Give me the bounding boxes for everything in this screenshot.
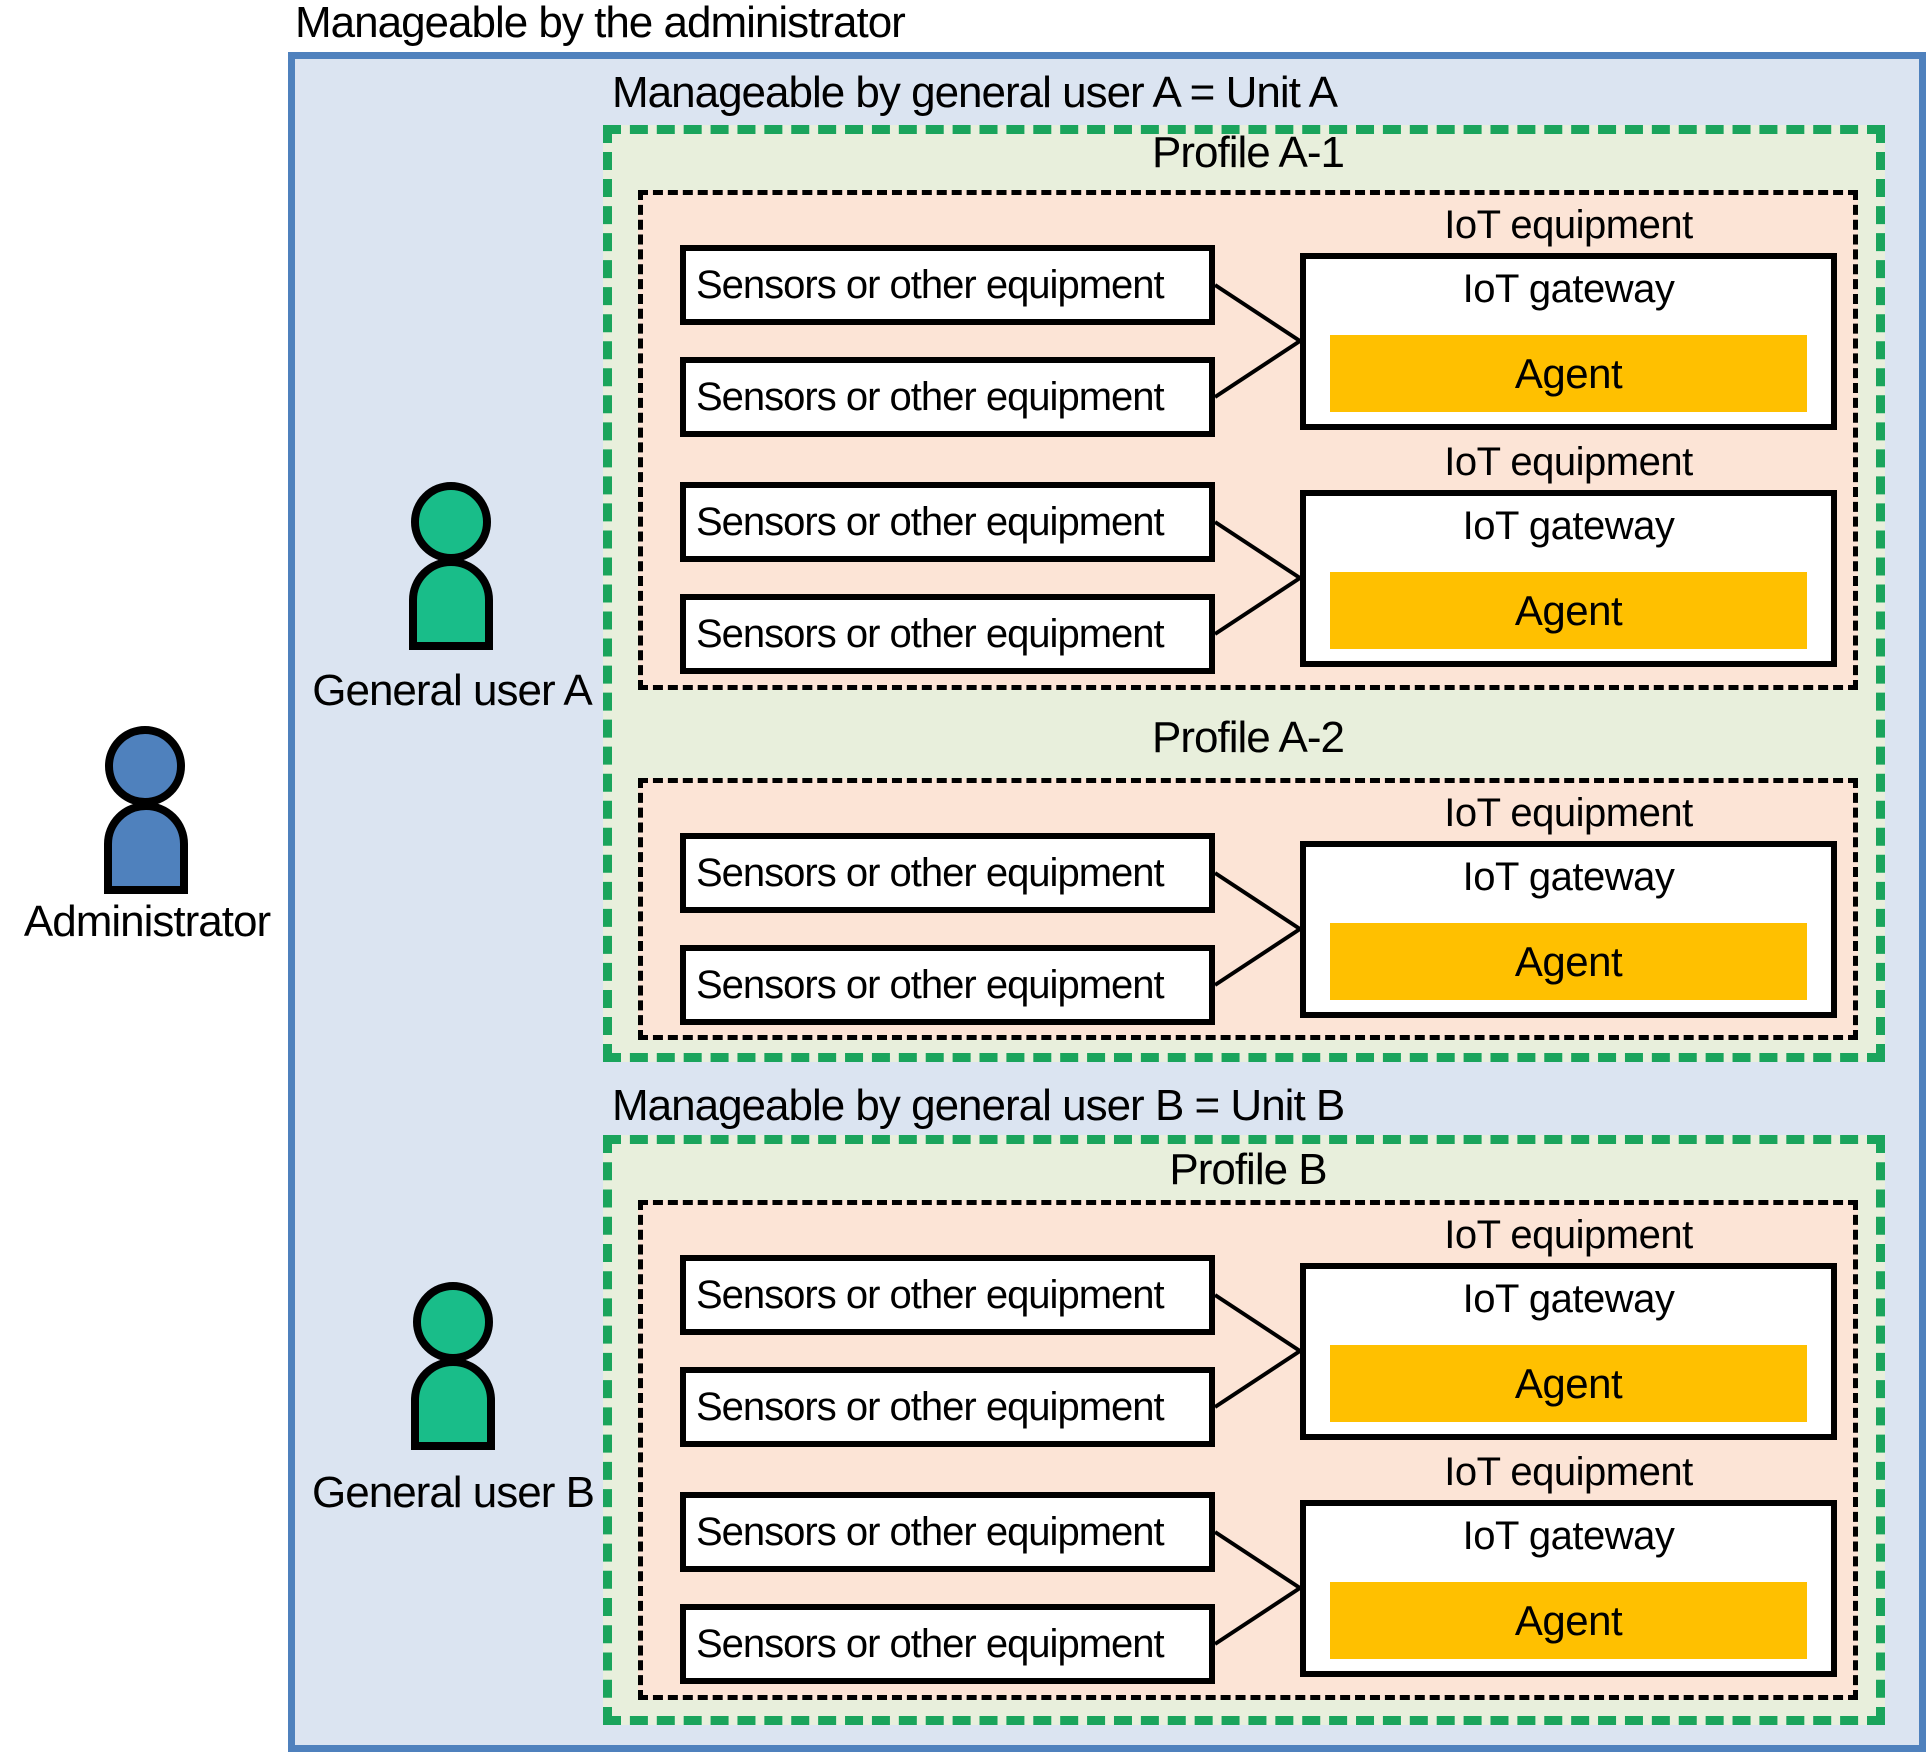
iot-gateway-label: IoT gateway <box>1462 855 1675 899</box>
agent-box: Agent <box>1330 1345 1807 1422</box>
sensor-label: Sensors or other equipment <box>696 262 1165 307</box>
profile-a1-title: Profile A-1 <box>1152 128 1345 177</box>
sensor-label: Sensors or other equipment <box>696 374 1165 419</box>
agent-box: Agent <box>1330 572 1807 649</box>
iot-gateway-label: IoT gateway <box>1462 267 1675 311</box>
sensor-box: Sensors or other equipment <box>680 1367 1215 1447</box>
general-user-a-icon <box>411 482 491 562</box>
administrator-label: Administrator <box>23 897 271 946</box>
sensor-box: Sensors or other equipment <box>680 245 1215 325</box>
sensor-box: Sensors or other equipment <box>680 1492 1215 1572</box>
iot-equipment-label: IoT equipment <box>1444 203 1693 247</box>
agent-label: Agent <box>1514 1596 1623 1644</box>
sensor-box: Sensors or other equipment <box>680 945 1215 1025</box>
unit-a-title: Manageable by general user A = Unit A <box>612 68 1338 117</box>
general-user-a-icon-body <box>409 558 493 650</box>
iot-equipment-label: IoT equipment <box>1444 791 1693 835</box>
sensor-label: Sensors or other equipment <box>696 850 1165 895</box>
sensor-box: Sensors or other equipment <box>680 1255 1215 1335</box>
page-title: Manageable by the administrator <box>295 0 906 47</box>
iot-equipment-label: IoT equipment <box>1444 1213 1693 1257</box>
sensor-label: Sensors or other equipment <box>696 1272 1165 1317</box>
sensor-label: Sensors or other equipment <box>696 1384 1165 1429</box>
profile-b-title: Profile B <box>1169 1145 1327 1194</box>
administrator-icon <box>105 726 185 806</box>
sensor-box: Sensors or other equipment <box>680 357 1215 437</box>
unit-b-title: Manageable by general user B = Unit B <box>612 1081 1345 1130</box>
sensor-label: Sensors or other equipment <box>696 962 1165 1007</box>
agent-label: Agent <box>1514 937 1623 985</box>
iot-gateway-box: IoT gateway Agent <box>1300 1263 1837 1440</box>
iot-gateway-label: IoT gateway <box>1462 1514 1675 1558</box>
sensor-box: Sensors or other equipment <box>680 482 1215 562</box>
iot-gateway-label: IoT gateway <box>1462 1277 1675 1321</box>
agent-label: Agent <box>1514 586 1623 634</box>
general-user-a-label: General user A <box>312 666 593 715</box>
general-user-b-icon-body <box>411 1358 495 1450</box>
sensor-label: Sensors or other equipment <box>696 1621 1165 1666</box>
iot-gateway-box: IoT gateway Agent <box>1300 841 1837 1018</box>
sensor-label: Sensors or other equipment <box>696 499 1165 544</box>
agent-box: Agent <box>1330 335 1807 412</box>
profile-a2-title: Profile A-2 <box>1152 713 1345 762</box>
iot-equipment-label: IoT equipment <box>1444 1450 1693 1494</box>
agent-box: Agent <box>1330 923 1807 1000</box>
sensor-box: Sensors or other equipment <box>680 594 1215 674</box>
iot-gateway-box: IoT gateway Agent <box>1300 253 1837 430</box>
agent-label: Agent <box>1514 349 1623 397</box>
sensor-box: Sensors or other equipment <box>680 1604 1215 1684</box>
agent-label: Agent <box>1514 1359 1623 1407</box>
iot-equipment-label: IoT equipment <box>1444 440 1693 484</box>
agent-box: Agent <box>1330 1582 1807 1659</box>
sensor-label: Sensors or other equipment <box>696 611 1165 656</box>
sensor-label: Sensors or other equipment <box>696 1509 1165 1554</box>
iot-gateway-box: IoT gateway Agent <box>1300 490 1837 667</box>
sensor-box: Sensors or other equipment <box>680 833 1215 913</box>
general-user-b-label: General user B <box>312 1468 595 1517</box>
iot-gateway-label: IoT gateway <box>1462 504 1675 548</box>
administrator-icon-body <box>104 802 188 894</box>
general-user-b-icon <box>413 1282 493 1362</box>
iot-gateway-box: IoT gateway Agent <box>1300 1500 1837 1677</box>
